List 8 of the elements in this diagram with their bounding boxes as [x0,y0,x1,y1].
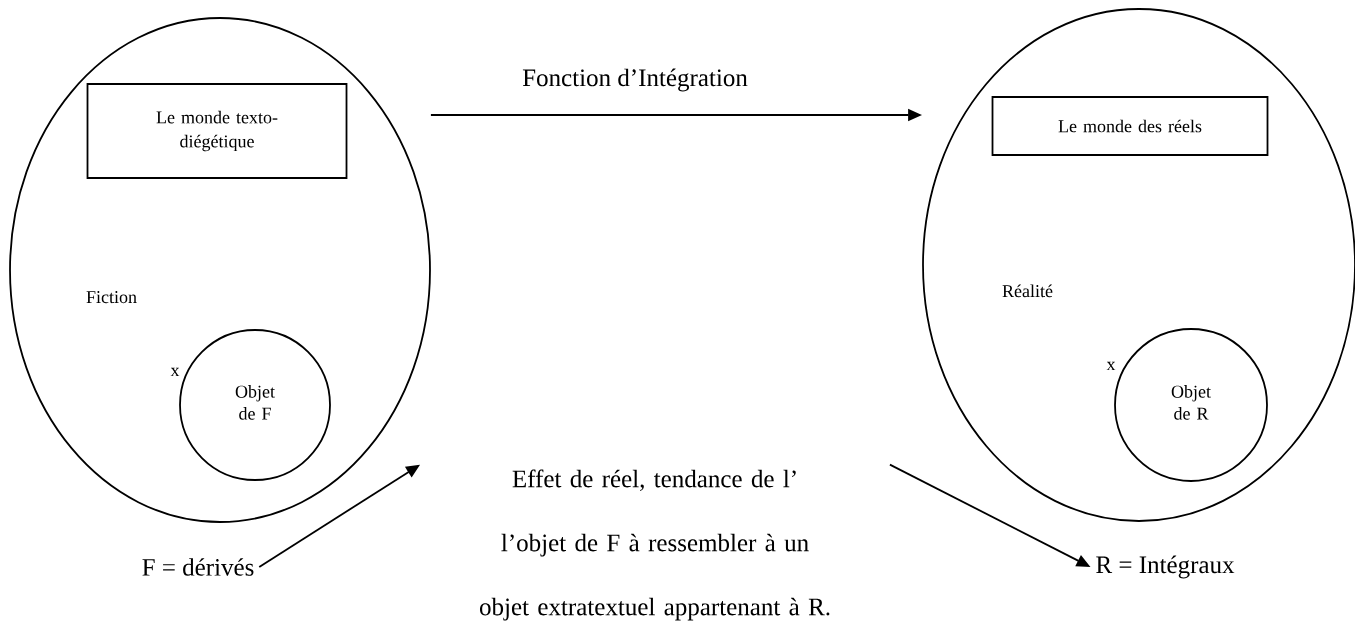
beside-mark: x [1106,361,1116,371]
text-label: Effet de réel, tendance de l’ l’objet de F à ressembler à un objet extratextuel appartenant à R. [480,469,830,621]
text-label: R = Intégraux [1096,555,1235,579]
rectangle-box: Le monde des réels [991,96,1269,156]
rectangle-box: Le monde texto-diégétique [86,83,348,179]
beside-mark: x [170,367,180,377]
text-label: F = dérivés [142,558,254,576]
edge-label: Fonction d’Intégration [520,66,750,94]
